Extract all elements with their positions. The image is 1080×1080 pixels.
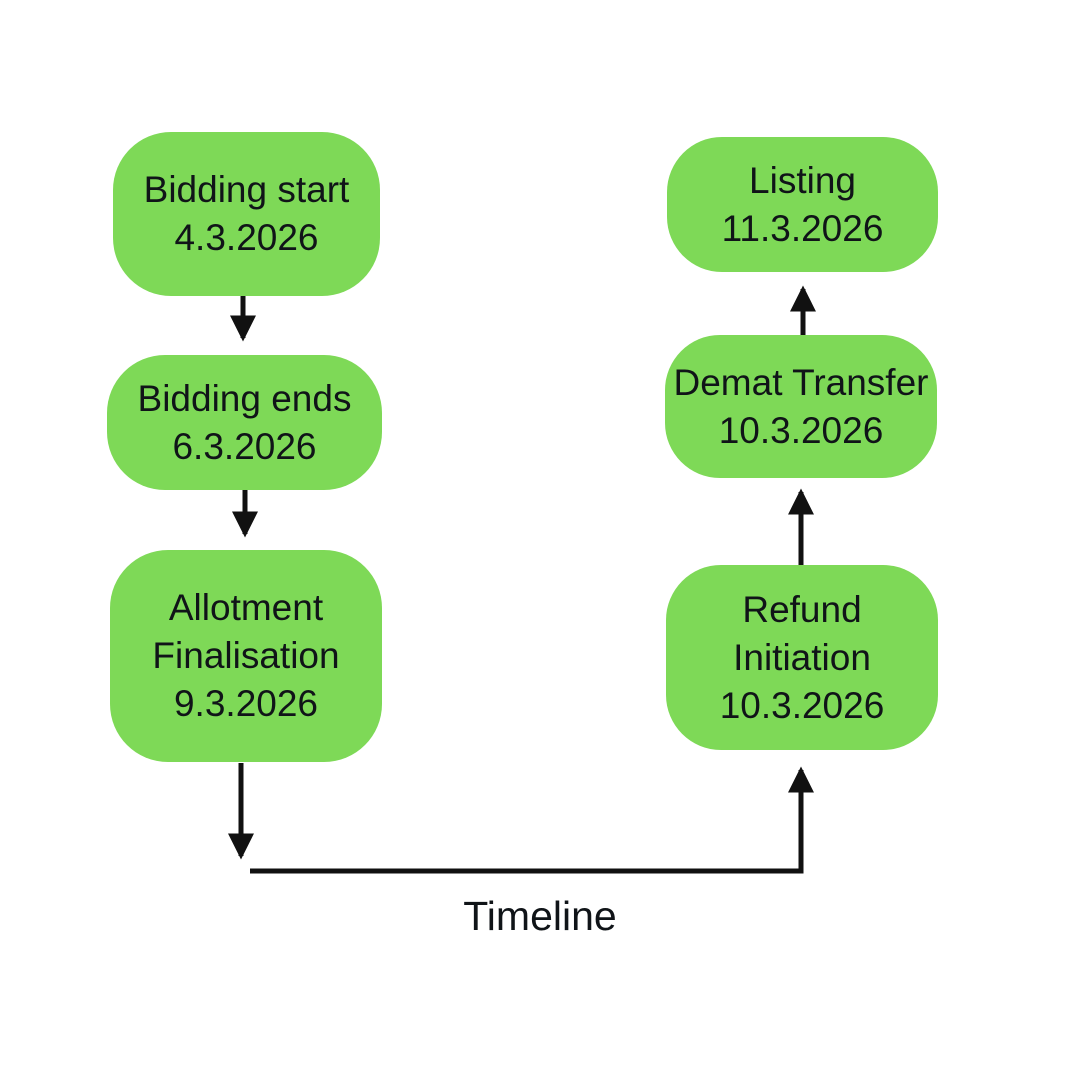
node-date: 4.3.2026 bbox=[174, 217, 319, 258]
node-date: 10.3.2026 bbox=[719, 684, 885, 726]
node-label: Bidding ends bbox=[137, 377, 352, 419]
node-date: 10.3.2026 bbox=[718, 409, 884, 451]
node-date: 11.3.2026 bbox=[721, 207, 884, 249]
node-bidding-ends: Bidding ends 6.3.2026 bbox=[107, 355, 382, 490]
node-listing: Listing 11.3.2026 bbox=[667, 137, 938, 272]
diagram-caption: Timeline bbox=[463, 893, 617, 939]
node-date: 9.3.2026 bbox=[173, 683, 319, 724]
node-label: Allotment Finalisation bbox=[152, 587, 340, 676]
node-bidding-start: Bidding start 4.3.2026 bbox=[113, 132, 380, 296]
node-refund-initiation: Refund Initiation 10.3.2026 bbox=[666, 565, 938, 750]
connector-bottom-to-refund bbox=[250, 766, 814, 874]
node-date: 6.3.2026 bbox=[172, 425, 317, 467]
node-label: Refund Initiation bbox=[733, 588, 871, 678]
node-allotment-finalisation: Allotment Finalisation 9.3.2026 bbox=[110, 550, 382, 762]
node-label: Demat Transfer bbox=[673, 361, 929, 403]
node-label: Listing bbox=[749, 159, 856, 201]
node-label: Bidding start bbox=[143, 169, 350, 210]
node-demat-transfer: Demat Transfer 10.3.2026 bbox=[665, 335, 937, 478]
